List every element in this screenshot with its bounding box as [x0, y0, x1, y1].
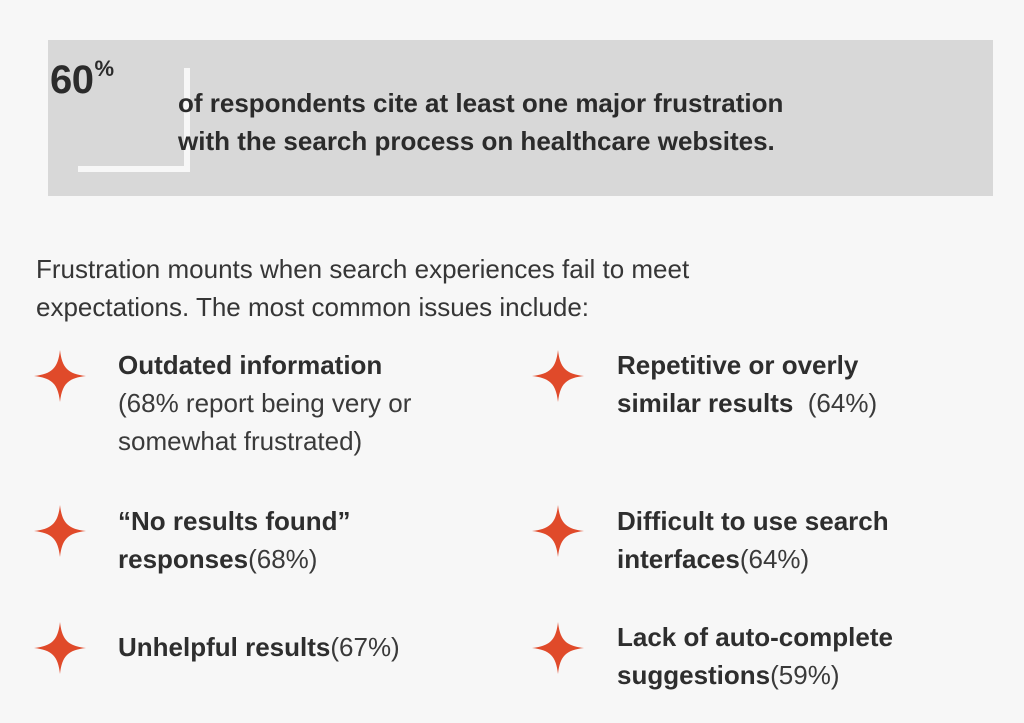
issue-title: Difficult to use search interfaces — [617, 506, 889, 574]
stat-value: 60 — [50, 58, 94, 102]
issue-stat: (68%) — [248, 544, 318, 574]
issue-title: Lack of auto-complete suggestions — [617, 622, 893, 690]
issue-title: “No results found” responses — [118, 506, 351, 574]
issue-text: Outdated information (68% report being v… — [118, 346, 498, 460]
issue-title: Unhelpful results — [118, 632, 331, 662]
sparkle-icon — [532, 350, 584, 402]
sparkle-icon — [34, 350, 86, 402]
intro-paragraph: Frustration mounts when search experienc… — [36, 254, 690, 322]
sparkle-icon — [34, 505, 86, 557]
issue-stat: (64%) — [807, 388, 878, 418]
issue-stat: (67%) — [330, 632, 400, 662]
sparkle-icon — [34, 622, 86, 674]
issue-text: Lack of auto-complete suggestions(59%) — [617, 618, 997, 694]
issue-stat: (59%) — [770, 660, 840, 690]
sparkle-icon — [532, 505, 584, 557]
issue-title: Outdated information — [118, 350, 383, 380]
callout-text: of respondents cite at least one major f… — [178, 88, 784, 156]
stat-percent-symbol: % — [94, 56, 115, 81]
issue-stat: (68% report being very or somewhat frust… — [118, 388, 412, 456]
issue-text: Difficult to use search interfaces(64%) — [617, 502, 977, 578]
issue-title: Repetitive or overly similar results — [617, 350, 859, 418]
stat-callout — [48, 40, 993, 196]
issue-text: Repetitive or overly similar results (64… — [617, 346, 977, 422]
stat-box — [78, 68, 190, 172]
issue-text: “No results found” responses(68%) — [118, 502, 498, 578]
stat-number: 60% — [50, 56, 115, 103]
sparkle-icon — [532, 622, 584, 674]
issue-text: Unhelpful results(67%) — [118, 628, 498, 666]
issue-stat: (64%) — [739, 544, 810, 574]
